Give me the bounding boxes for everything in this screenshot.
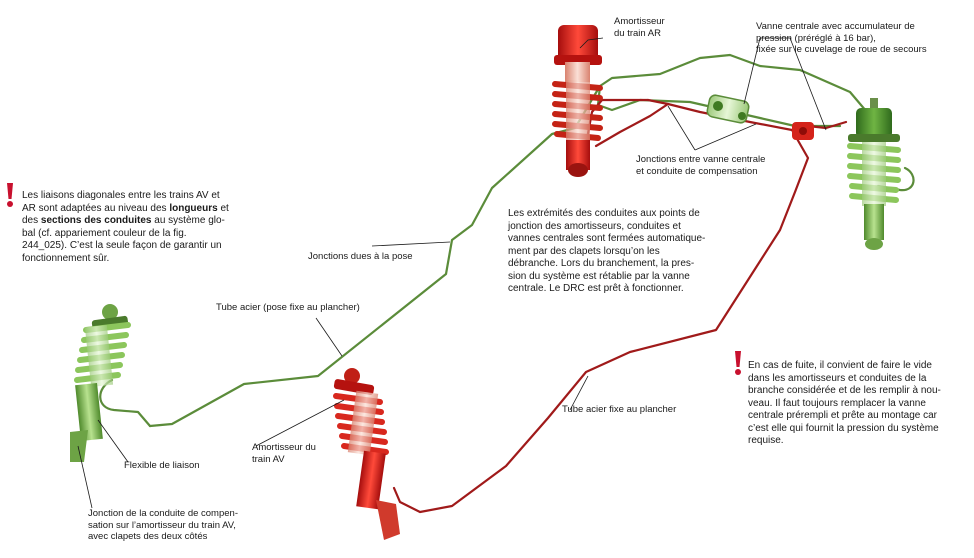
leader-lines [77,37,827,509]
front-shock-absorber-red [333,368,400,540]
note-center: Les extrémités des conduites aux points … [508,208,706,294]
central-valve-green [706,94,750,124]
exclamation-warning-icon [735,351,741,375]
rear-shock-absorber-red [552,25,603,177]
label-steel-tube-floor: Tube acier (pose fixe au plancher) [216,302,360,313]
rear-shock-absorber-green [847,98,901,250]
label-junctions-install: Jonctions dues à la pose [308,251,413,262]
label-steel-tube-fixed: Tube acier fixe au plancher [562,404,677,415]
label-rear-shock: Amortisseur du train AR [614,16,665,39]
red-pipe [392,98,848,514]
label-flexible: Flexible de liaison [124,460,200,471]
label-central-valve: Vanne centrale avec accumulateur de pres… [756,21,927,55]
front-shock-absorber-green [70,304,131,462]
note-left-warning: Les liaisons diagonales entre les trains… [22,190,229,264]
label-front-shock: Amortisseur du train AV [252,442,316,465]
central-valve-red [792,122,814,140]
note-right-warning: En cas de fuite, il convient de faire le… [748,360,941,446]
exclamation-warning-icon [7,183,13,207]
label-junction-front: Jonction de la conduite de compen- satio… [88,508,238,542]
label-junctions-valve: Jonctions entre vanne centrale et condui… [636,154,766,177]
